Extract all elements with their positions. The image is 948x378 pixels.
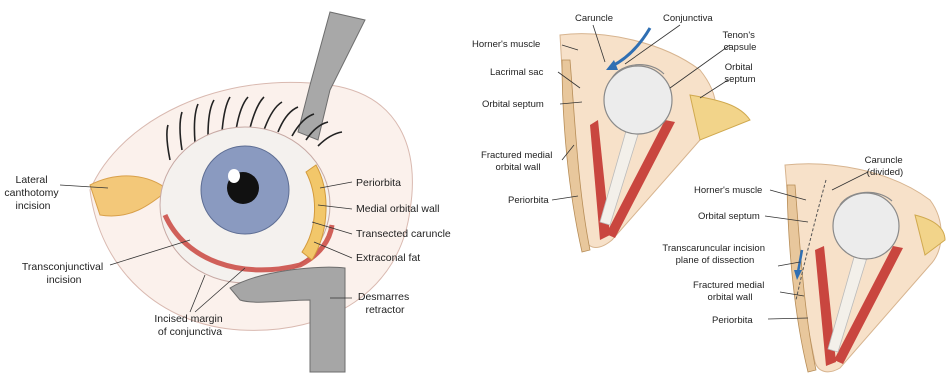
- label-caruncle-top: Caruncle: [575, 13, 613, 24]
- label-caruncle-divided: Caruncle (divided): [865, 155, 906, 178]
- label-periorbita-left: Periorbita: [356, 177, 401, 189]
- left-eye-figure: Lateral canthotomy incision Transconjunc…: [4, 12, 451, 372]
- label-fractured-wall-bottom: Fractured medial orbital wall: [693, 280, 767, 303]
- label-extraconal-fat: Extraconal fat: [356, 252, 420, 264]
- label-horners-muscle-top: Horner's muscle: [472, 39, 540, 50]
- label-transconjunctival: Transconjunctival incision: [22, 261, 106, 286]
- label-fractured-wall-top: Fractured medial orbital wall: [481, 150, 555, 173]
- label-periorbita-bottom: Periorbita: [712, 315, 753, 326]
- label-lacrimal-sac: Lacrimal sac: [490, 67, 544, 78]
- label-orbital-septum-right: Orbital septum: [724, 62, 755, 85]
- corneal-reflection: [228, 169, 240, 183]
- label-tenons-capsule: Tenon's capsule: [722, 30, 757, 53]
- orbital-fat-top: [690, 95, 750, 140]
- label-medial-orbital-wall: Medial orbital wall: [356, 203, 439, 215]
- label-lateral-canthotomy: Lateral canthotomy incision: [4, 174, 61, 212]
- globe-bottom: [833, 193, 899, 259]
- label-orbital-septum-bottom: Orbital septum: [698, 211, 760, 222]
- label-conjunctiva-top: Conjunctiva: [663, 13, 713, 24]
- label-transcaruncular: Transcaruncular incision plane of dissec…: [662, 243, 767, 266]
- label-desmarres: Desmarres retractor: [358, 291, 412, 316]
- label-incised-margin: Incised margin of conjunctiva: [154, 313, 225, 338]
- label-periorbita-top: Periorbita: [508, 195, 549, 206]
- globe-top: [604, 66, 672, 134]
- label-horners-muscle-bottom: Horner's muscle: [694, 185, 762, 196]
- label-orbital-septum-left-top: Orbital septum: [482, 99, 544, 110]
- bottom-right-axial-figure: Caruncle (divided) Horner's muscle Orbit…: [662, 155, 945, 372]
- label-transected-caruncle: Transected caruncle: [356, 228, 451, 240]
